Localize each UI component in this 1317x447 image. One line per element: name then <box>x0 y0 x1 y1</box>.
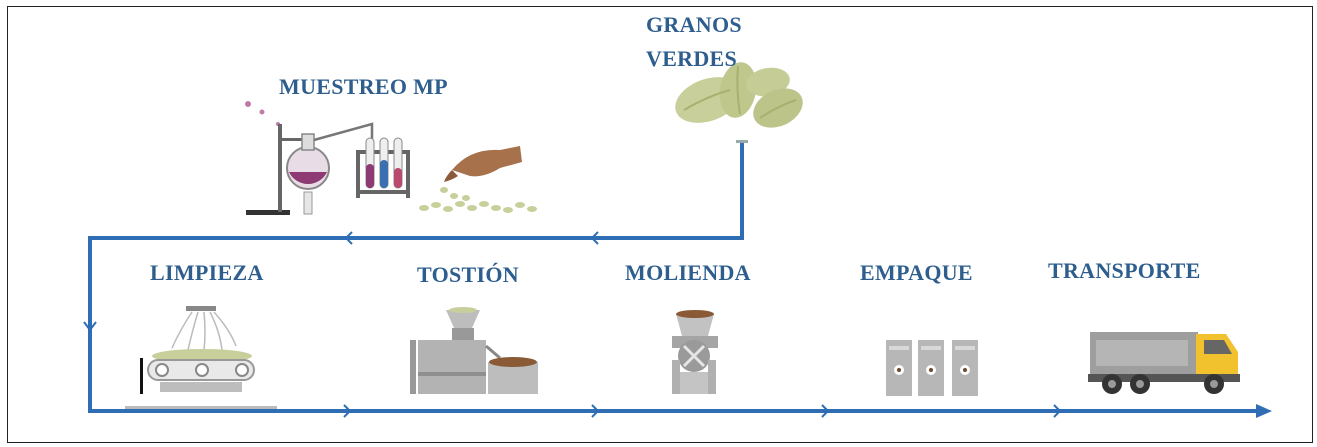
label-tostion: TOSTIÓN <box>417 262 519 287</box>
label-molienda: MOLIENDA <box>625 260 751 285</box>
hand-sampling-beans-icon <box>419 146 537 213</box>
label-limpieza: LIMPIEZA <box>150 260 264 285</box>
flow-line <box>88 142 1262 413</box>
diagram-frame <box>7 6 1313 443</box>
label-transporte: TRANSPORTE <box>1048 258 1201 283</box>
grinder-icon <box>672 310 718 394</box>
label-granos-line1: GRANOS <box>646 12 742 37</box>
laboratory-equipment-icon <box>245 101 410 215</box>
delivery-truck-icon <box>1088 332 1240 394</box>
coffee-packages-icon <box>886 340 978 396</box>
label-muestreo: MUESTREO MP <box>279 74 448 99</box>
flow-end-arrow-icon <box>1256 404 1272 418</box>
label-empaque: EMPAQUE <box>860 260 973 285</box>
cleaning-conveyor-icon <box>125 306 277 409</box>
roasting-machine-icon <box>410 307 538 394</box>
flow-chevrons <box>83 231 1062 418</box>
green-coffee-beans-icon <box>675 62 803 143</box>
label-granos-line2: VERDES <box>646 46 738 71</box>
